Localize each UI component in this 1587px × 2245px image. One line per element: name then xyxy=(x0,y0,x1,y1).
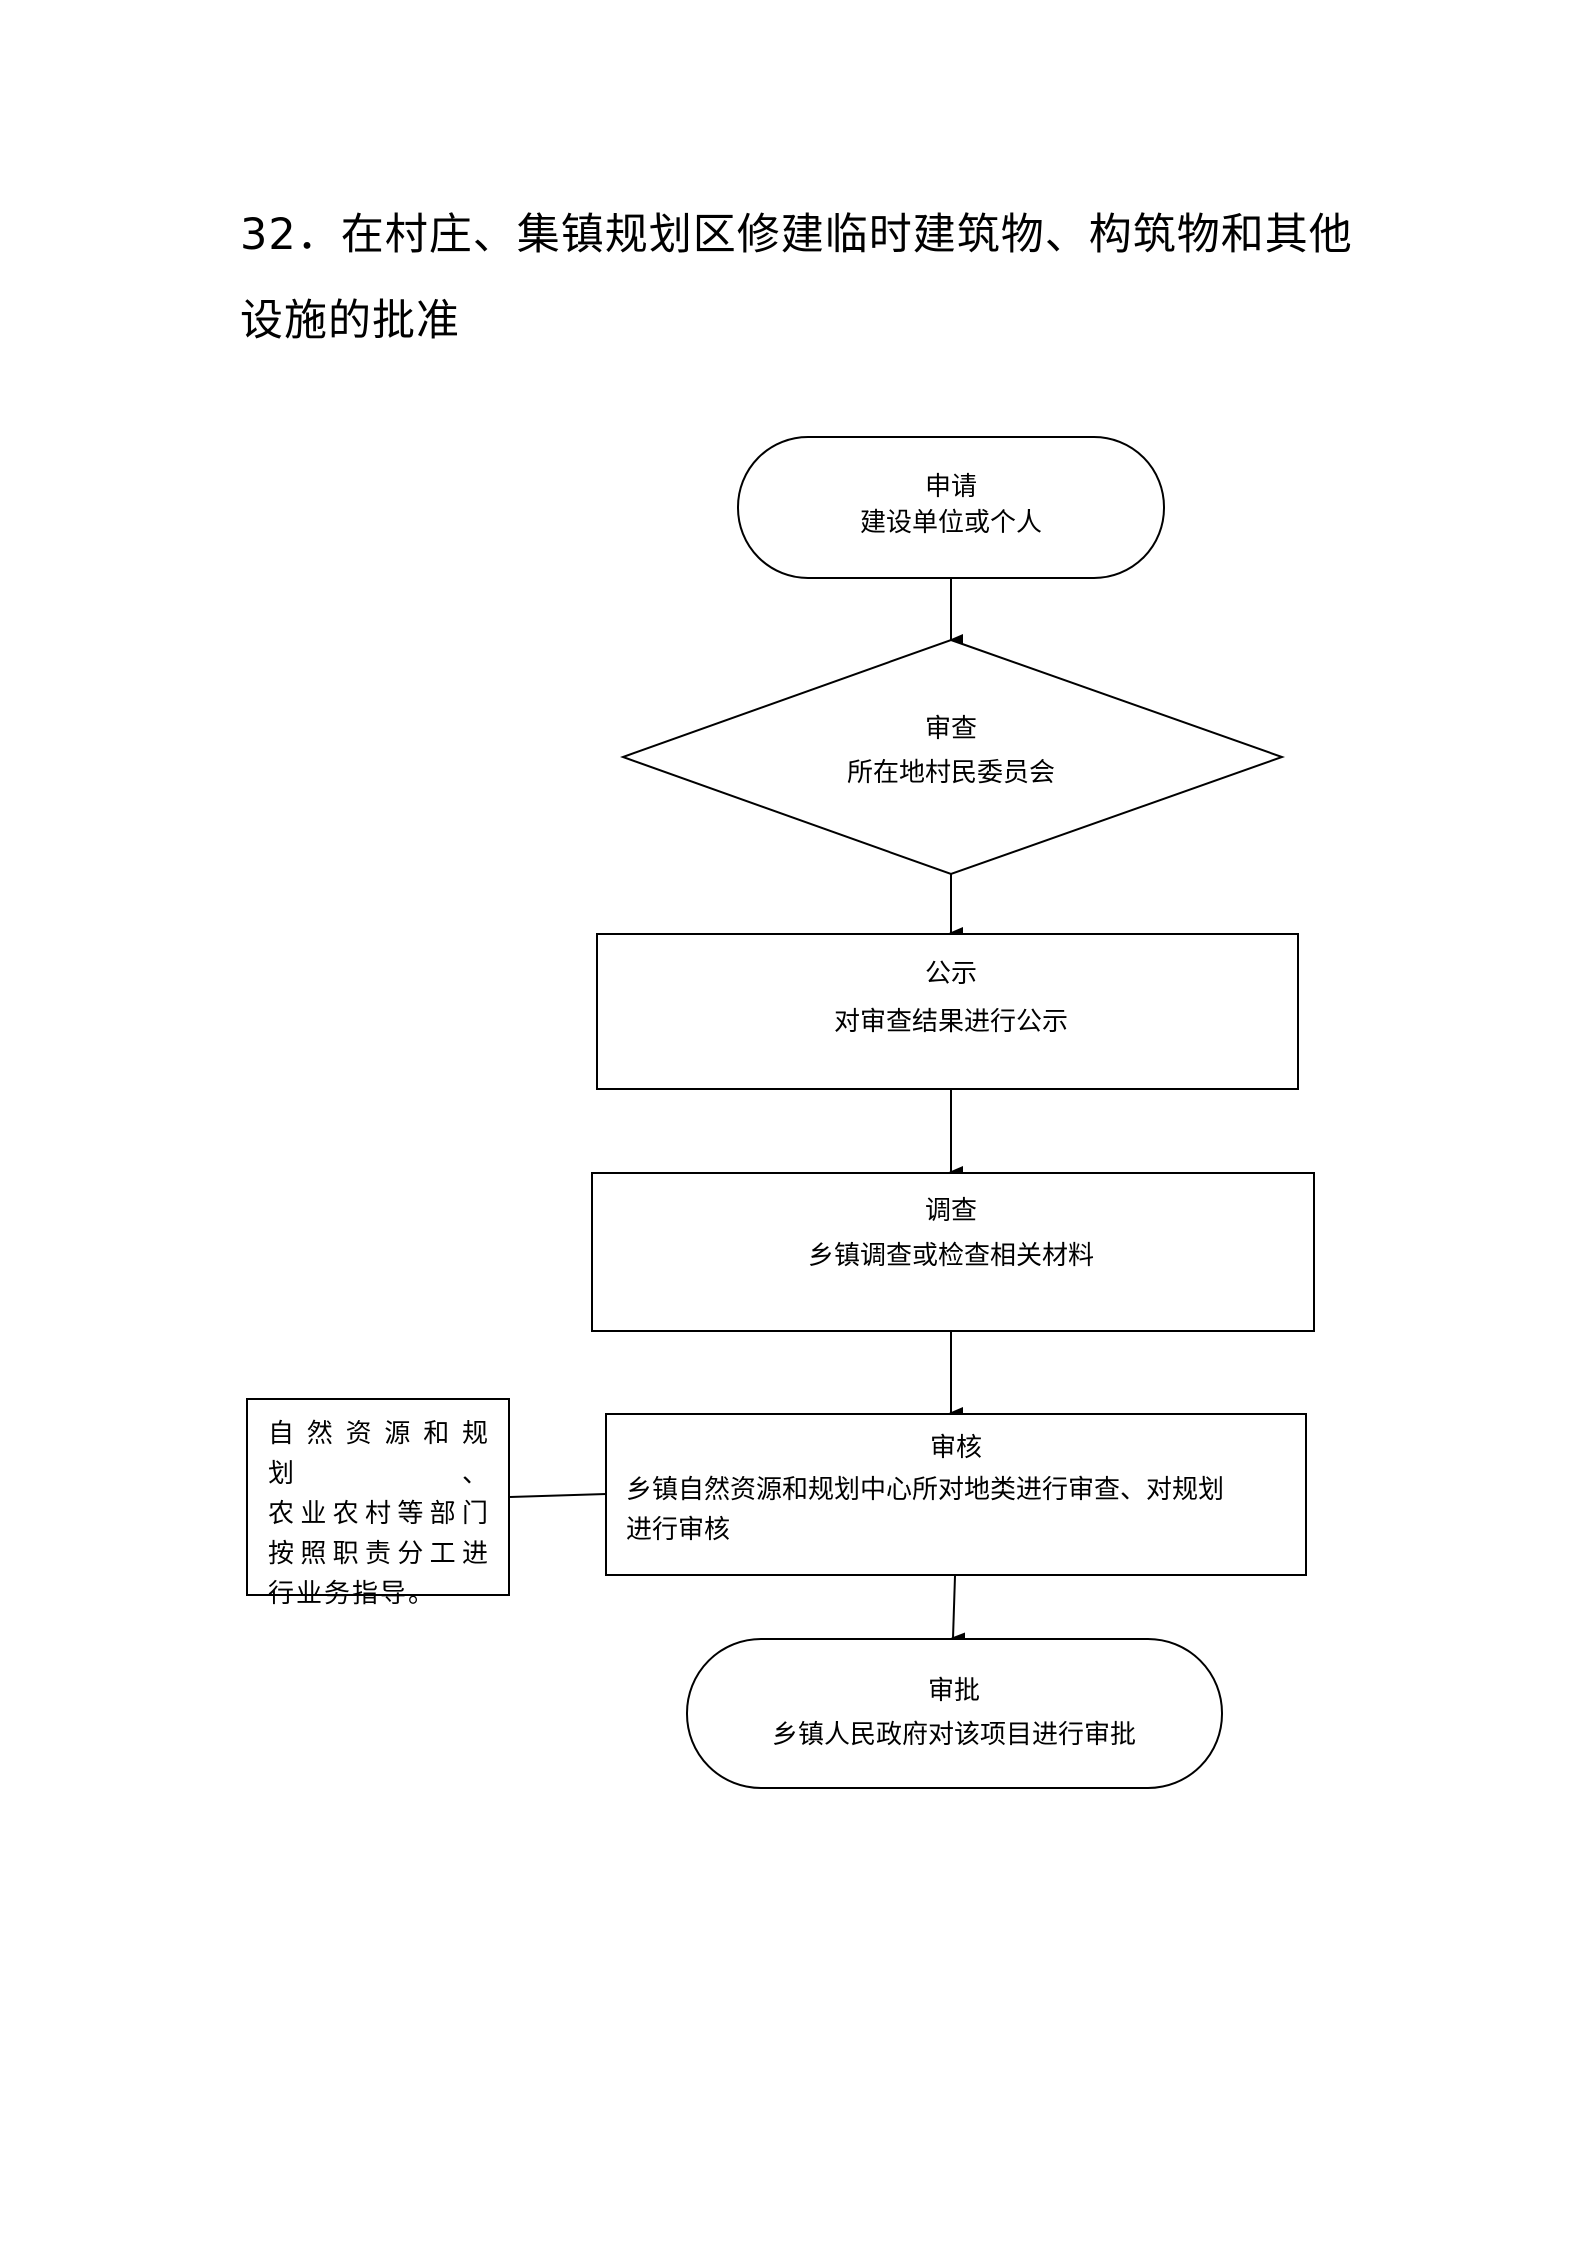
side-note-line: 自然资源和规划、 xyxy=(268,1419,490,1489)
step-apply: 申请 建设单位或个人 xyxy=(737,436,1165,579)
terminal-shape-approve xyxy=(686,1638,1223,1789)
step-publicize: 公示 对审查结果进行公示 xyxy=(596,933,1299,1090)
step-audit: 审核 乡镇自然资源和规划中心所对地类进行审查、对规划 进行审核 xyxy=(605,1413,1307,1576)
step-investigate-title: 调查 xyxy=(925,1196,977,1226)
decision-shape-review xyxy=(620,638,1286,876)
step-audit-detail-line-2: 进行审核 xyxy=(626,1515,730,1545)
side-note-box: 自然资源和规划、 农业农村等部门 按照职责分工进 行业务指导。 xyxy=(246,1398,510,1609)
arrow-audit-to-approve xyxy=(951,1575,966,1645)
side-note-line: 行业务指导。 xyxy=(268,1579,437,1609)
step-review-title: 审查 xyxy=(925,714,977,744)
terminal-shape-apply xyxy=(737,436,1165,579)
side-note-line: 按照职责分工进 xyxy=(268,1539,490,1569)
step-audit-detail-line-1: 乡镇自然资源和规划中心所对地类进行审查、对规划 xyxy=(626,1475,1224,1505)
step-audit-title: 审核 xyxy=(930,1433,982,1463)
step-approve-detail: 乡镇人民政府对该项目进行审批 xyxy=(772,1720,1136,1750)
step-publicize-title: 公示 xyxy=(925,959,977,989)
step-publicize-detail: 对审查结果进行公示 xyxy=(834,1007,1068,1037)
step-approve: 审批 乡镇人民政府对该项目进行审批 xyxy=(686,1638,1223,1789)
step-review: 审查 所在地村民委员会 xyxy=(620,638,1286,876)
process-shape-publicize xyxy=(596,933,1299,1090)
step-investigate: 调查 乡镇调查或检查相关材料 xyxy=(591,1172,1315,1332)
process-shape-investigate xyxy=(591,1172,1315,1332)
side-note-line: 农业农村等部门 xyxy=(268,1499,490,1529)
process-shape-audit xyxy=(605,1413,1307,1576)
connector-side-note-to-audit xyxy=(509,1493,607,1498)
step-apply-title: 申请 xyxy=(925,472,977,502)
step-review-detail: 所在地村民委员会 xyxy=(847,758,1055,788)
page-title: 32．在村庄、集镇规划区修建临时建筑物、构筑物和其他设施的批准 xyxy=(240,210,1353,346)
step-investigate-detail: 乡镇调查或检查相关材料 xyxy=(808,1241,1094,1271)
step-apply-detail: 建设单位或个人 xyxy=(860,508,1042,538)
step-approve-title: 审批 xyxy=(928,1676,980,1706)
